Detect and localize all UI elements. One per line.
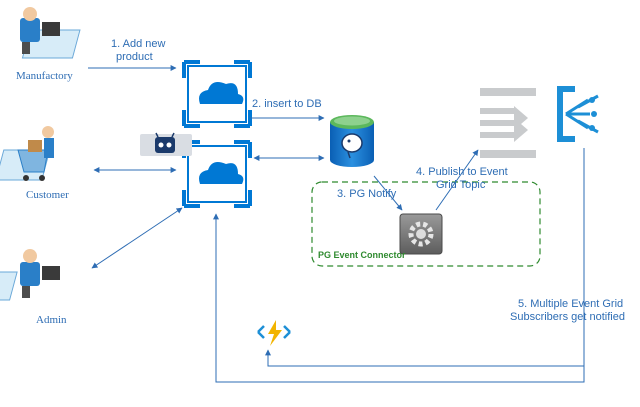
arrows: [88, 65, 585, 383]
manufactory-icon: [20, 7, 81, 59]
step5-label-line2: Subscribers get notified: [510, 311, 625, 323]
event-grid-icon: [557, 86, 599, 142]
manufactory-label: Manufactory: [16, 70, 73, 82]
step4-label-line1: 4. Publish to Event: [416, 166, 508, 178]
step1-label-line1: 1. Add new: [111, 38, 166, 50]
customer-label: Customer: [26, 189, 69, 201]
step4-label-line2: Grid Topic: [436, 179, 486, 191]
pg-event-connector-label: PG Event Connector: [318, 250, 406, 260]
app-service-top-icon: [182, 60, 252, 128]
step5-label-line1: 5. Multiple Event Grid: [518, 298, 624, 310]
step3-label: 3. PG Notify: [337, 188, 397, 200]
customer-icon: [0, 126, 54, 181]
event-grid-topic-icon: [480, 88, 536, 158]
bot-icon: [140, 132, 192, 156]
azure-function-icon: [257, 320, 291, 346]
step2-label: 2. insert to DB: [252, 98, 322, 110]
admin-label: Admin: [36, 314, 67, 326]
pg-event-connector-group: [311, 181, 541, 267]
step1-label-line2: product: [116, 51, 153, 63]
app-service-bottom-icon: [182, 140, 252, 208]
gear-connector-icon: [399, 213, 443, 255]
admin-icon: [0, 249, 60, 301]
postgresql-db-icon: [330, 115, 374, 167]
